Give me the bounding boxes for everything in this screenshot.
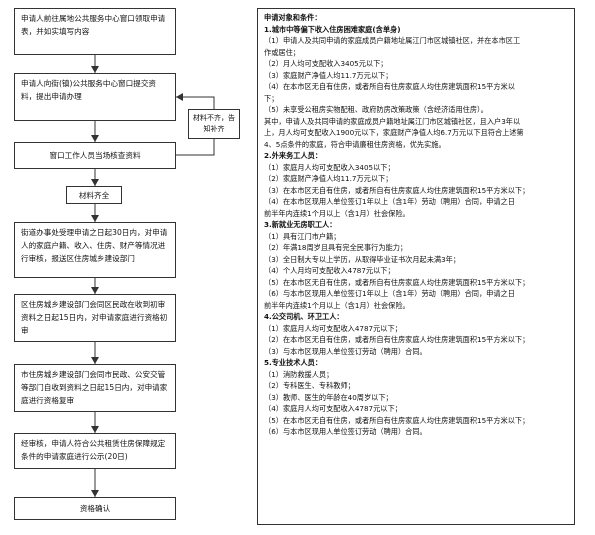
flow-step-8-text: 经审核，申请人符合公共租赁住房保障规定条件的申请家庭进行公示(20日) xyxy=(21,439,166,461)
condition-heading: 2.外来务工人员： xyxy=(264,151,323,160)
condition-line: 4、5点条件的家庭，符合申请廉租住房资格，优先实施。 xyxy=(264,139,446,149)
flow-step-3: 窗口工作人员当场核查资料 xyxy=(14,142,176,169)
condition-line: （5）在本市区无自有住房，或者所自有住房家庭人均住房建筑面积15平方米以下； xyxy=(264,277,530,287)
condition-line: 作或居住； xyxy=(264,47,300,57)
condition-line: （3）家庭财产净值人均11.7万元以下； xyxy=(264,70,393,80)
condition-line: （5）未享受公租房实物配租、政府防房改策政策（含经济适用住房）。 xyxy=(264,105,488,114)
condition-line: 其中，申请人及共同申请的家庭成员户籍地址属江门市区城镇社区，且入户3年以 xyxy=(264,116,521,126)
flow-step-1-text: 申请人前往属地公共服务中心窗口领取申请表，并如实填写内容 xyxy=(21,14,166,36)
condition-line: （2）年满18周岁且具有完全民事行为能力； xyxy=(264,243,408,252)
conditions-title: 申请对象和条件： xyxy=(264,13,322,22)
flow-step-6-text: 区住房城乡建设部门会同区民政在收到初审资料之日起15日内，对申请家庭进行资格初审 xyxy=(21,300,168,335)
condition-line: 下； xyxy=(264,93,279,103)
condition-heading: 4.公交司机、环卫工人： xyxy=(264,312,344,321)
condition-line: （4）在本市区现用人单位签订1年以上（含1年）劳动（聘用）合同，申请之日 xyxy=(264,197,515,206)
arrow-7-8-head xyxy=(91,426,99,433)
arrow-2-3-head xyxy=(91,135,99,142)
condition-heading: 1.城市中等偏下收入住房困难家庭(含单身) xyxy=(264,24,401,34)
side-loop-head xyxy=(176,93,183,101)
condition-line: （3）教师、医生的年龄在40周岁以下； xyxy=(264,392,393,402)
flow-step-2-text: 申请人向街(镇)公共服务中心窗口提交资料，提出申请办理 xyxy=(21,79,157,101)
condition-line: （4）在本市区无自有住房，或者所自有住房家庭人均住房建筑面积15平方米以 xyxy=(264,82,515,91)
condition-line: 上，月人均可支配收入1900元以下，家庭财产净值人均6.7万元以下且符合上述第 xyxy=(264,128,524,137)
arrow-5-6-head xyxy=(91,287,99,294)
condition-line: 前半年内连续1个月以上（含1月）社会保险。 xyxy=(264,300,410,310)
side-note-box: 材料不齐，告知补齐 xyxy=(188,109,240,139)
condition-line: （1）申请人及共同申请的家庭成员户籍地址属江门市区城镇社区，并在本市区工 xyxy=(264,36,521,45)
conditions-list: 1.城市中等偏下收入住房困难家庭(含单身) （1）申请人及共同申请的家庭成员户籍地… xyxy=(264,24,568,438)
flow-step-9-text: 资格确认 xyxy=(79,504,111,513)
flow-step-5: 街道办事处受理申请之日起30日内，对申请人的家庭户籍、收入、住房、财产等情况进行… xyxy=(14,222,176,278)
condition-line: （1）具有江门市户籍； xyxy=(264,231,341,241)
flow-step-2: 申请人向街(镇)公共服务中心窗口提交资料，提出申请办理 xyxy=(14,73,176,121)
condition-line: （4）个人月均可支配收入4787元以下； xyxy=(264,266,395,275)
flow-step-4: 材料齐全 xyxy=(66,186,122,204)
condition-line: （2）在本市区无自有住房，或者所自有住房家庭人均住房建筑面积15平方米以下； xyxy=(264,335,530,344)
arrow-1-2-head xyxy=(91,66,99,73)
condition-line: （2）专科医生、专科教师； xyxy=(264,381,355,390)
side-loop-line xyxy=(176,139,215,156)
flow-step-7-text: 市住房城乡建设部门会同市民政、公安交管等部门自收到资料之日起15日内，对申请家庭… xyxy=(21,370,168,405)
condition-heading: 5.专业技术人员： xyxy=(264,358,323,367)
flow-step-1: 申请人前往属地公共服务中心窗口领取申请表，并如实填写内容 xyxy=(14,8,176,55)
arrow-6-7-head xyxy=(91,357,99,364)
flow-step-9: 资格确认 xyxy=(14,497,176,520)
side-note-text: 材料不齐，告知补齐 xyxy=(193,114,235,133)
conditions-panel: 申请对象和条件： 1.城市中等偏下收入住房困难家庭(含单身) （1）申请人及共同申… xyxy=(257,8,575,525)
condition-line: （6）与本市区现用人单位签订劳动（聘用）合同。 xyxy=(264,427,427,436)
condition-line: （3）与本市区现用人单位签订劳动（聘用）合同。 xyxy=(264,346,427,356)
flow-step-6: 区住房城乡建设部门会同区民政在收到初审资料之日起15日内，对申请家庭进行资格初审 xyxy=(14,294,176,342)
condition-line: （5）在本市区无自有住房，或者所自有住房家庭人均住房建筑面积15平方米以下； xyxy=(264,415,530,425)
condition-line: （3）全日制大专以上学历，从取得毕业证书次月起未满3年； xyxy=(264,254,461,264)
arrow-3-4-head xyxy=(91,179,99,186)
condition-line: （6）与本市区现用人单位签订1年以上（含1年）劳动（聘用）合同，申请之日 xyxy=(264,289,515,298)
arrow-4-5-head xyxy=(91,215,99,222)
condition-line: （2）家庭财产净值人均11.7万元以下； xyxy=(264,174,393,183)
flow-step-3-text: 窗口工作人员当场核查资料 xyxy=(49,151,141,160)
condition-heading: 3.新就业无房职工人： xyxy=(264,220,337,229)
flow-step-5-text: 街道办事处受理申请之日起30日内，对申请人的家庭户籍、收入、住房、财产等情况进行… xyxy=(21,228,168,263)
flow-step-4-text: 材料齐全 xyxy=(78,191,110,200)
side-loop-line-2 xyxy=(176,96,215,109)
condition-line: （1）消防救援人员； xyxy=(264,369,334,379)
condition-line: （1）家庭月人均可支配收入4787元以下； xyxy=(264,323,402,333)
condition-line: 前半年内连续1个月以上（含1月）社会保险。 xyxy=(264,208,410,218)
condition-line: （2）月人均可支配收入3405元以下； xyxy=(264,59,388,68)
arrow-8-9-head xyxy=(91,490,99,497)
condition-line: （3）在本市区无自有住房，或者所自有住房家庭人均住房建筑面积15平方米以下； xyxy=(264,185,530,195)
condition-line: （1）家庭月人均可支配收入3405以下； xyxy=(264,162,395,172)
flow-step-8: 经审核，申请人符合公共租赁住房保障规定条件的申请家庭进行公示(20日) xyxy=(14,433,176,469)
flow-step-7: 市住房城乡建设部门会同市民政、公安交管等部门自收到资料之日起15日内，对申请家庭… xyxy=(14,364,176,412)
condition-line: （4）家庭月人均可支配收入4787元以下； xyxy=(264,404,402,413)
